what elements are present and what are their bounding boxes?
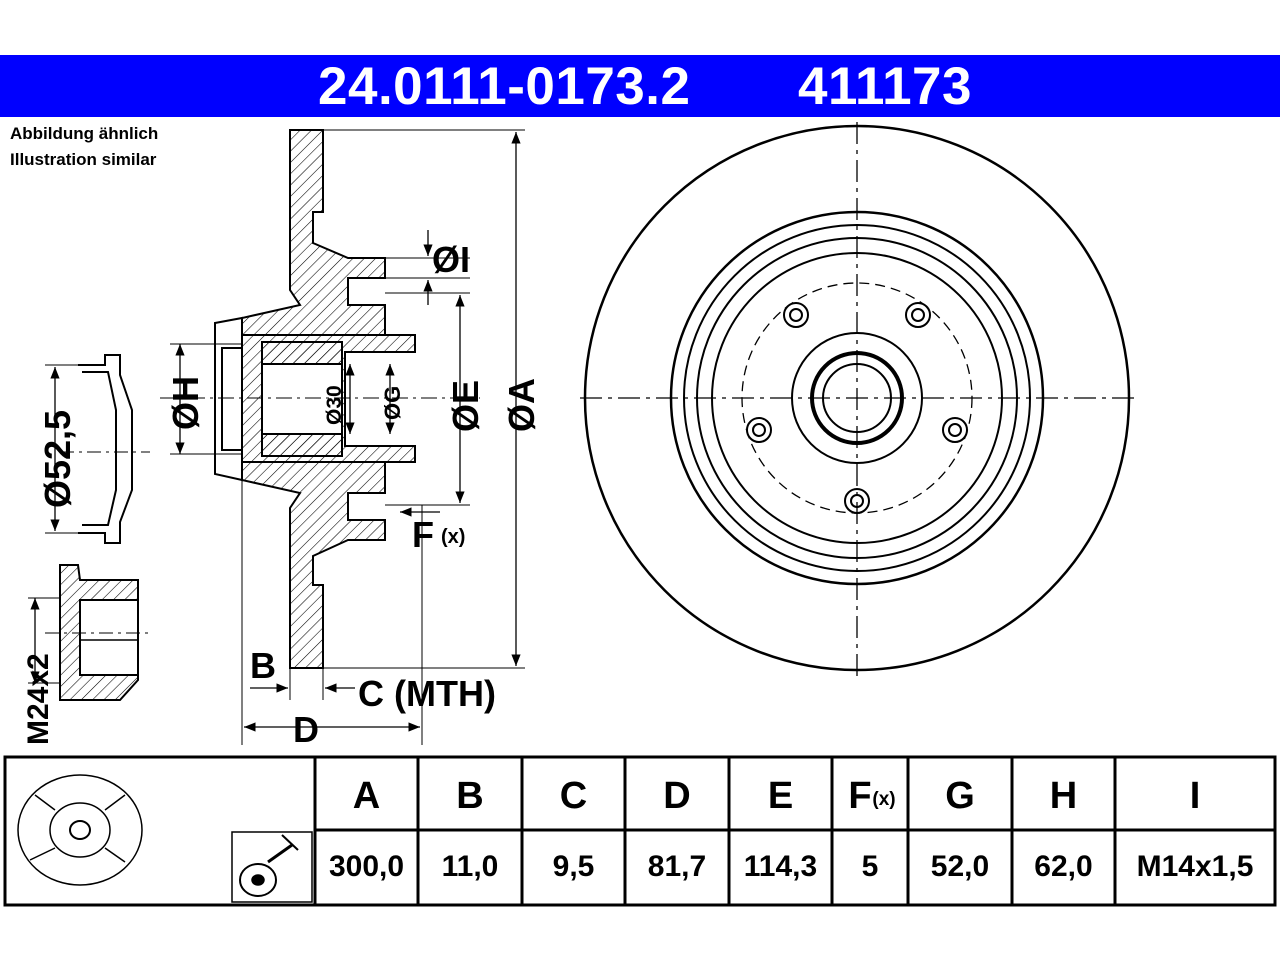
header-i: I: [1190, 775, 1201, 817]
label-phi-g: ØG: [380, 386, 405, 420]
header-bar: 24.0111-0173.2 411173: [0, 55, 1280, 117]
spec-table: [3, 755, 1277, 907]
header-a: A: [353, 775, 380, 817]
disc-section-view: [160, 129, 525, 745]
label-b: B: [250, 645, 276, 686]
part-number: 24.0111-0173.2: [318, 57, 691, 116]
disc-thumbnail-icon: [17, 774, 143, 886]
value-d: 81,7: [648, 850, 706, 883]
note-illustration-en: Illustration similar: [10, 150, 157, 169]
label-phi-h: ØH: [165, 376, 206, 430]
dimension-labels: ØI ØE ØA ØH ØG Ø30 Ø52,5 F (x) B C (MTH)…: [22, 239, 542, 750]
label-phi-e: ØE: [445, 380, 486, 432]
value-e: 114,3: [744, 850, 817, 883]
article-code: 411173: [798, 57, 973, 116]
label-phi-52: Ø52,5: [37, 410, 78, 508]
label-d: D: [293, 709, 319, 750]
header-e: E: [768, 775, 793, 817]
value-b: 11,0: [442, 850, 499, 883]
hub-cap-view: [45, 354, 150, 544]
label-nut: M24x2: [22, 653, 55, 745]
header-f: F: [848, 775, 871, 817]
header-b: B: [456, 775, 483, 817]
label-f-x: (x): [441, 526, 465, 548]
label-c: C (MTH): [358, 673, 496, 714]
value-f: 5: [862, 850, 879, 883]
header-f-sub: (x): [872, 789, 895, 810]
label-f: F: [412, 514, 434, 555]
header-c: C: [560, 775, 587, 817]
value-c: 9,5: [553, 850, 595, 883]
header-h: H: [1050, 775, 1077, 817]
note-illustration-de: Abbildung ähnlich: [10, 124, 159, 143]
header-d: D: [663, 775, 690, 817]
value-i: M14x1,5: [1137, 850, 1254, 883]
value-a: 300,0: [329, 850, 404, 883]
value-h: 62,0: [1034, 850, 1092, 883]
disc-front-view: [580, 122, 1135, 676]
mounting-icon: [231, 831, 313, 903]
header-g: G: [945, 775, 975, 817]
label-phi-a: ØA: [501, 378, 542, 432]
nut-view: [28, 564, 150, 701]
label-phi-i: ØI: [432, 239, 470, 280]
value-g: 52,0: [931, 850, 989, 883]
label-phi-30: Ø30: [323, 385, 346, 425]
spec-cells: A B C D E F(x) G H I 300,0 11,0 9,5 81,7 114,3 5 52,0 62…: [329, 775, 1253, 883]
